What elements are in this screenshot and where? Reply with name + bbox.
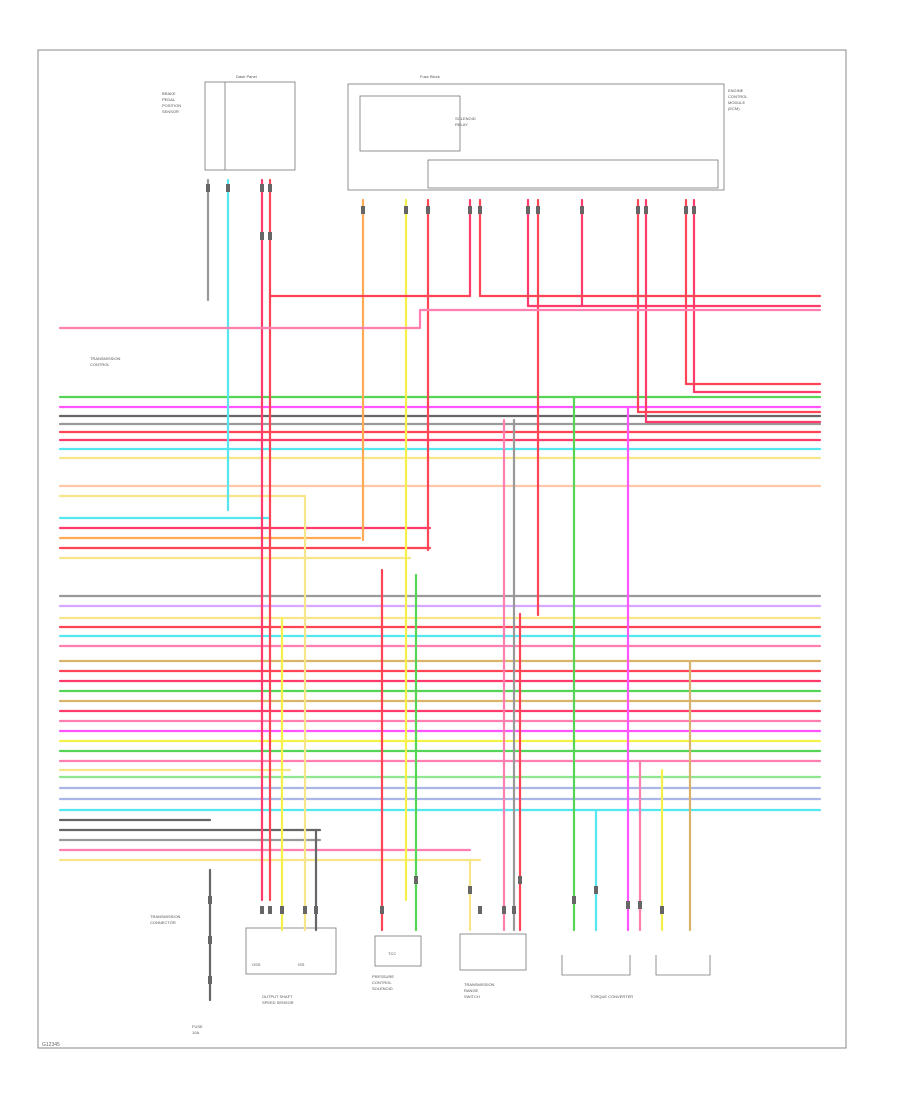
wire-connector-16 <box>260 232 264 240</box>
wire-connector-0 <box>361 206 365 214</box>
wire-connector-15 <box>268 184 272 192</box>
wire-group <box>58 178 822 1002</box>
svg-text:PRESSURE: PRESSURE <box>372 974 394 979</box>
svg-text:MODULE: MODULE <box>728 100 745 105</box>
wire-connector-27 <box>502 906 506 914</box>
wire-connector-3 <box>468 206 472 214</box>
wire-connector-18 <box>260 906 264 914</box>
wire-connector-11 <box>692 206 696 214</box>
wire-connector-35 <box>208 896 212 904</box>
svg-text:10A: 10A <box>192 1030 199 1035</box>
svg-text:SOLENOID: SOLENOID <box>372 986 393 991</box>
svg-text:RANGE: RANGE <box>464 988 479 993</box>
wire-connector-22 <box>314 906 318 914</box>
wire-connector-29 <box>518 876 522 884</box>
svg-text:SPEED SENSOR: SPEED SENSOR <box>262 1000 294 1005</box>
wire-connector-28 <box>512 906 516 914</box>
page-id: G12345 <box>42 1042 60 1048</box>
svg-text:ISS: ISS <box>298 962 305 967</box>
wire-connector-30 <box>572 896 576 904</box>
svg-text:TRANSMISSION: TRANSMISSION <box>464 982 495 987</box>
bottom-components: OSS ISS OUTPUT SHAFT SPEED SENSOR TCC PR… <box>150 914 711 1035</box>
svg-text:CONTROL: CONTROL <box>90 362 110 367</box>
svg-text:TORQUE CONVERTER: TORQUE CONVERTER <box>590 994 633 999</box>
svg-text:ENGINE: ENGINE <box>728 88 744 93</box>
wire-connector-17 <box>268 232 272 240</box>
fuse-block-label: Fuse Block <box>420 74 440 79</box>
svg-text:CONTROL: CONTROL <box>728 94 748 99</box>
wire-connector-19 <box>268 906 272 914</box>
wire-connector-4 <box>478 206 482 214</box>
fuse-block-component: Fuse Block ENGINE CONTROL MODULE (ECM) S… <box>347 74 748 191</box>
svg-text:(ECM): (ECM) <box>728 106 740 111</box>
diagram-frame <box>37 49 847 1049</box>
wire-connector-36 <box>208 936 212 944</box>
wire-connector-34 <box>660 906 664 914</box>
wire-connector-5 <box>526 206 530 214</box>
wire-connector-26 <box>478 906 482 914</box>
wire-connector-8 <box>636 206 640 214</box>
svg-text:CONNECTOR: CONNECTOR <box>150 920 176 925</box>
connector-group <box>206 184 696 984</box>
svg-text:CONTROL: CONTROL <box>372 980 392 985</box>
svg-text:TRANSMISSION: TRANSMISSION <box>150 914 181 919</box>
wire-connector-32 <box>626 901 630 909</box>
wire-connector-23 <box>380 906 384 914</box>
wire-connector-7 <box>580 206 584 214</box>
wire-connector-31 <box>594 886 598 894</box>
wire-connector-33 <box>638 901 642 909</box>
wire-connector-24 <box>414 876 418 884</box>
wire-connector-6 <box>536 206 540 214</box>
svg-text:FUSE: FUSE <box>192 1024 203 1029</box>
wire-connector-20 <box>280 906 284 914</box>
wire-connector-37 <box>208 976 212 984</box>
pink-crossover <box>58 308 822 330</box>
wire-connector-21 <box>303 906 307 914</box>
svg-text:SOLENOID: SOLENOID <box>455 116 476 121</box>
svg-text:TCC: TCC <box>388 951 396 956</box>
dash-panel-component: BRAKE PEDAL POSITION SENSOR Dash Panel <box>162 74 296 171</box>
wire-connector-9 <box>644 206 648 214</box>
svg-text:SWITCH: SWITCH <box>464 994 480 999</box>
wire-connector-13 <box>226 184 230 192</box>
svg-text:SENSOR: SENSOR <box>162 109 179 114</box>
wire-connector-25 <box>468 886 472 894</box>
wire-connector-2 <box>426 206 430 214</box>
left-labels: TRANSMISSION CONTROL <box>90 356 121 367</box>
svg-text:TRANSMISSION: TRANSMISSION <box>90 356 121 361</box>
wire-connector-1 <box>404 206 408 214</box>
wire-connector-14 <box>260 184 264 192</box>
svg-text:OUTPUT SHAFT: OUTPUT SHAFT <box>262 994 293 999</box>
svg-text:RELAY: RELAY <box>455 122 468 127</box>
wire-connector-12 <box>206 184 210 192</box>
wire-connector-10 <box>684 206 688 214</box>
svg-text:OSS: OSS <box>252 962 261 967</box>
dash-panel-label: Dash Panel <box>236 74 257 79</box>
svg-text:PEDAL: PEDAL <box>162 97 176 102</box>
svg-text:BRAKE: BRAKE <box>162 91 176 96</box>
svg-text:POSITION: POSITION <box>162 103 181 108</box>
